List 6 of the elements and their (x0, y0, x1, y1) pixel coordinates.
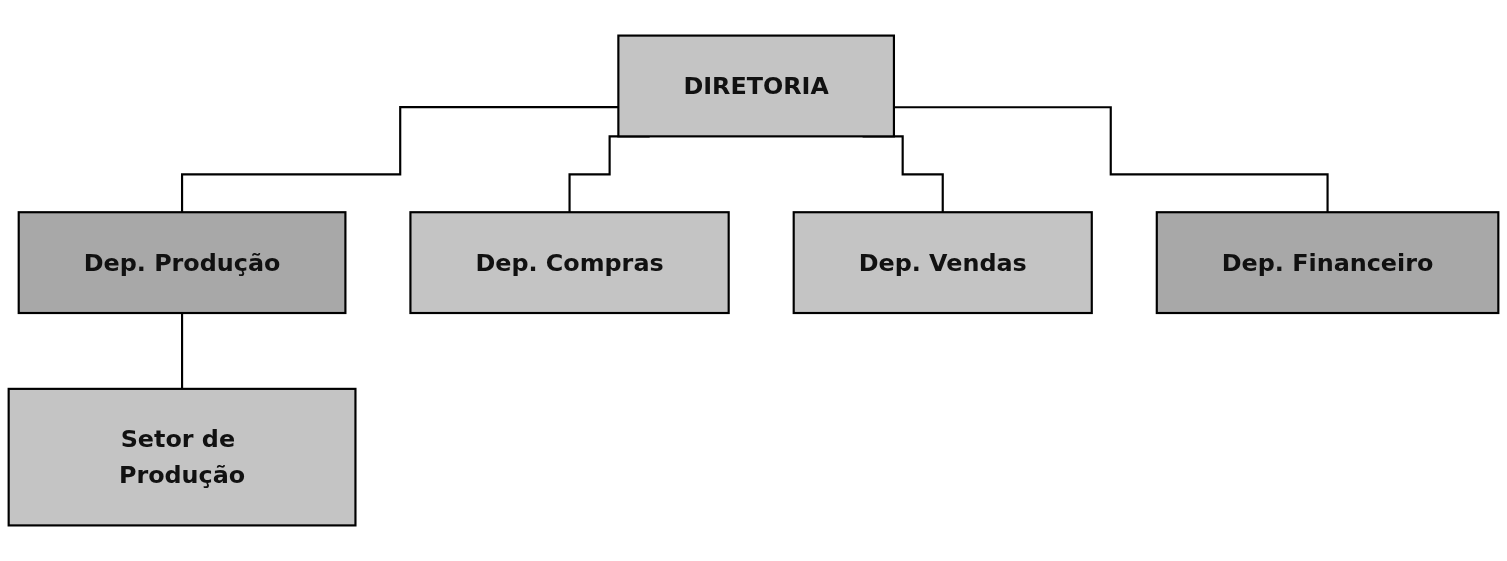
node-box: Dep. Compras (409, 211, 730, 315)
node-box: Setor de Produção (7, 387, 357, 527)
node-box: Dep. Financeiro (1155, 211, 1500, 315)
node-box: DIRETORIA (617, 34, 895, 138)
node-box: Dep. Produção (17, 211, 347, 315)
node-box: Dep. Vendas (792, 211, 1093, 315)
